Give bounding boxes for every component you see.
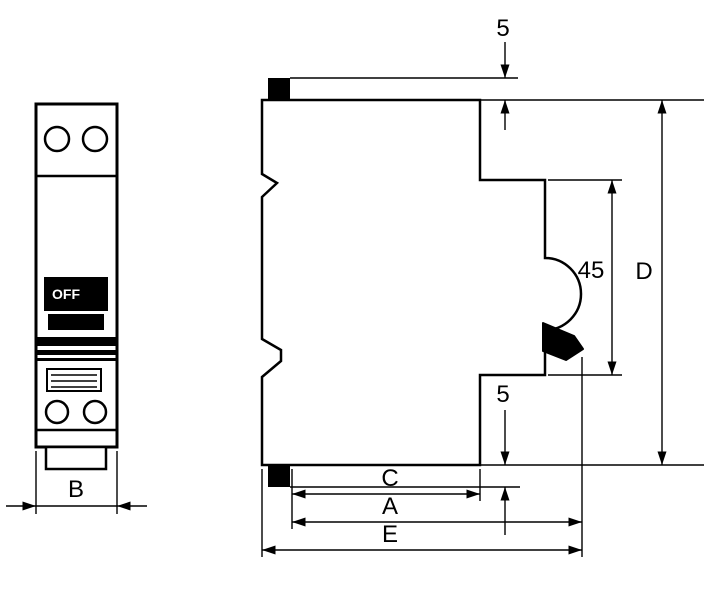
- toggle-lever: [542, 322, 584, 361]
- front-stripe: [36, 337, 117, 346]
- front-stripe: [36, 350, 117, 355]
- din-tab: [44, 445, 108, 471]
- terminal-screw-bottom-right: [82, 399, 108, 425]
- dimension-label-d: D: [635, 258, 652, 285]
- breaker-front-body: [34, 102, 119, 449]
- dim-a: A: [292, 493, 582, 527]
- front-stripe: [36, 358, 117, 361]
- mounting-pin-bottom: [268, 465, 290, 487]
- breaker-side-profile: [260, 98, 583, 467]
- dim-d: D: [635, 100, 667, 465]
- dimension-label-c: C: [381, 465, 398, 492]
- dimension-label-b: B: [68, 476, 84, 503]
- terminal-screw-top-right: [81, 125, 109, 153]
- toggle-off-button: [44, 277, 108, 311]
- terminal-screw-top-left: [43, 125, 71, 153]
- dim-e: E: [262, 521, 582, 555]
- dim-45: 45: [578, 180, 617, 375]
- dimension-label-a: A: [382, 493, 398, 520]
- dim-top-5: 5: [496, 15, 510, 130]
- dimension-label-top-5: 5: [496, 15, 509, 42]
- dim-b: B: [6, 451, 147, 514]
- front-view: OFF B: [6, 102, 147, 514]
- dimension-label-bottom-5: 5: [496, 381, 509, 408]
- mounting-pin-top: [268, 78, 290, 100]
- off-label: OFF: [52, 286, 80, 302]
- dim-c: C: [292, 465, 480, 499]
- toggle-lower-block: [48, 314, 104, 330]
- terminal-screw-bottom-left: [44, 399, 70, 425]
- dim-bottom-5: 5: [496, 381, 510, 535]
- label-window: [46, 368, 102, 392]
- dimension-label-e: E: [382, 521, 398, 548]
- side-view: 5 45 D 5: [260, 15, 704, 557]
- dimension-label-45: 45: [578, 257, 605, 284]
